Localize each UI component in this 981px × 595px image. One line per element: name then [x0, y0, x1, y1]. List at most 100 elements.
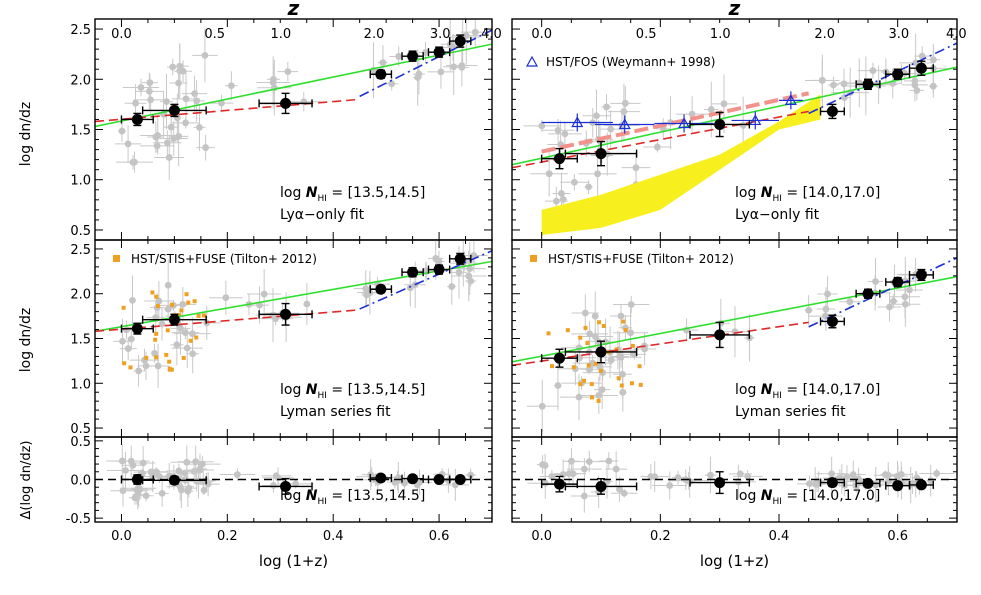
panel-label-range: = [13.5,14.5]	[327, 382, 425, 398]
binned-point	[595, 148, 607, 160]
y-axis-label-middle: log dn/dz	[18, 308, 34, 373]
binned-point	[375, 68, 387, 80]
tilton-point	[144, 355, 149, 360]
bg-point	[127, 457, 135, 465]
top-z-tick-label: 0.5	[636, 27, 657, 42]
panel-label-nhi: log NHI = [14.0,17.0]	[735, 382, 880, 401]
panel-label-nhi: log NHI = [13.5,14.5]	[280, 488, 425, 507]
bg-point	[136, 485, 144, 493]
bg-point	[548, 473, 556, 480]
panel-label-range: = [13.5,14.5]	[327, 185, 425, 201]
bg-point	[156, 473, 163, 480]
bg-point	[607, 125, 615, 133]
bg-point	[154, 362, 162, 370]
fit-line-green	[95, 43, 492, 128]
binned-point	[454, 253, 466, 265]
bg-point	[720, 100, 728, 108]
bg-point	[222, 294, 230, 302]
panel-label-nhi: log NHI = [14.0,17.0]	[735, 488, 880, 507]
bg-point	[539, 461, 546, 469]
tilton-point	[154, 355, 159, 360]
bg-point	[391, 478, 399, 486]
bg-point	[139, 459, 147, 467]
bg-point	[612, 465, 620, 473]
binned-point	[892, 480, 904, 492]
tilton-point	[578, 335, 583, 340]
bg-point	[616, 353, 623, 360]
binned-point	[553, 153, 565, 165]
panel-label-sub: HI	[773, 391, 782, 401]
bg-point	[158, 320, 166, 328]
tilton-point	[122, 361, 127, 366]
legend-fos-text: HST/FOS (Weymann+ 1998)	[546, 55, 715, 69]
panel-label-sub: HI	[773, 194, 782, 204]
bg-point	[175, 132, 183, 140]
bg-point	[828, 470, 836, 478]
top-z-tick-label: 4.0	[481, 27, 502, 42]
bg-point	[175, 467, 183, 475]
bg-point	[617, 312, 625, 320]
binned-point	[407, 266, 419, 278]
panel-label-nhi: log NHI = [13.5,14.5]	[280, 382, 425, 401]
panel-label-method: Lyα−only fit	[280, 207, 365, 223]
bg-point	[627, 329, 634, 337]
legend-fos-icon	[525, 55, 539, 67]
bg-point	[465, 272, 473, 280]
bg-point	[458, 62, 466, 69]
tilton-point	[597, 320, 602, 325]
panel-label-n: N	[306, 382, 318, 398]
bg-point	[284, 68, 292, 76]
bg-point	[929, 82, 937, 90]
bg-point	[182, 95, 190, 103]
bg-point	[179, 67, 187, 75]
panel-label-log: log	[735, 488, 761, 504]
binned-point	[714, 329, 726, 341]
bg-point	[552, 197, 560, 205]
binned-point	[826, 315, 838, 327]
bg-point	[152, 468, 160, 476]
tilton-point	[589, 382, 594, 387]
bg-point	[129, 158, 137, 166]
panel-label-range: = [14.0,17.0]	[782, 382, 880, 398]
panel-label-sub: HI	[318, 194, 327, 204]
binned-point	[892, 276, 904, 288]
bg-point	[363, 291, 370, 299]
bg-point	[818, 76, 826, 84]
fit-line-blue	[359, 250, 492, 310]
y-tick-label: -0.5	[66, 512, 91, 527]
binned-point	[454, 474, 466, 485]
bg-point	[270, 482, 277, 489]
tilton-point	[121, 305, 126, 310]
binned-point	[280, 97, 292, 109]
tilton-point	[583, 325, 588, 330]
binned-point	[862, 288, 874, 300]
bg-point	[581, 309, 589, 317]
binned-point	[915, 269, 927, 281]
tilton-point	[167, 359, 172, 364]
bg-point	[260, 290, 268, 298]
tilton-point	[601, 323, 606, 328]
bg-point	[142, 362, 150, 370]
bg-point	[591, 312, 599, 320]
bg-point	[575, 393, 583, 401]
bg-point	[894, 472, 901, 480]
bg-point	[200, 486, 208, 494]
bg-point	[846, 298, 854, 306]
bg-point	[455, 268, 463, 276]
bg-point	[558, 190, 565, 197]
y-tick-label: 0.5	[70, 435, 91, 450]
x-axis-label: log (1+z)	[259, 552, 328, 570]
bg-point	[169, 63, 177, 71]
tilton-point	[546, 331, 551, 336]
fos-triangle	[749, 114, 762, 126]
tilton-point	[586, 363, 591, 368]
bg-point	[593, 112, 600, 120]
top-z-tick-label: 2.0	[814, 27, 835, 42]
bg-point	[545, 170, 553, 178]
bg-point	[561, 130, 569, 138]
tilton-point	[619, 383, 624, 388]
legend-tilton-icon	[113, 255, 120, 262]
tilton-point	[179, 308, 184, 313]
bg-point	[167, 123, 175, 131]
